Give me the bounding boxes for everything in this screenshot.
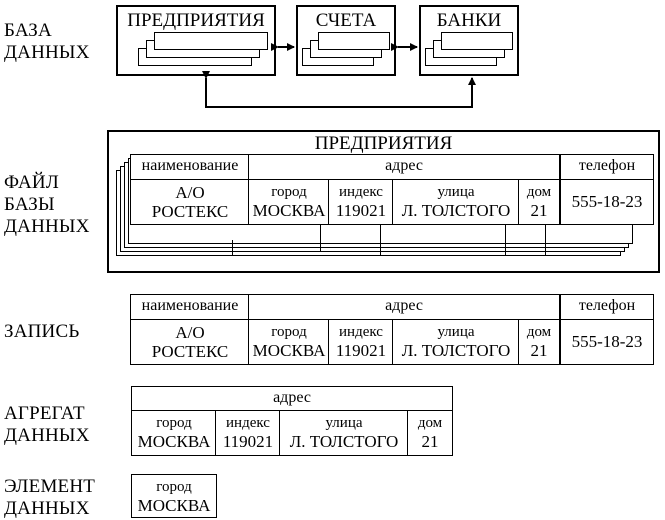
house-label: дом	[526, 324, 552, 340]
street-value: Л. ТОЛСТОГО	[401, 201, 511, 220]
city-value: МОСКВА	[137, 496, 211, 515]
header-address: адрес	[131, 386, 453, 412]
sheet-divider	[380, 224, 381, 256]
city-label: город	[271, 324, 307, 340]
cell-city: город МОСКВА	[248, 319, 330, 365]
cell-index: индекс 119021	[215, 410, 281, 456]
city-value: МОСКВА	[252, 341, 326, 360]
cell-phone: 555-18-23	[560, 179, 654, 225]
street-label: улица	[325, 415, 363, 431]
house-label: дом	[526, 184, 552, 200]
label-record: ЗАПИСЬ	[4, 321, 80, 342]
city-label: город	[156, 479, 192, 495]
index-label: индекс	[339, 184, 383, 200]
cell-house: дом 21	[518, 179, 560, 225]
city-value: МОСКВА	[137, 432, 211, 451]
file-sheet	[318, 32, 390, 50]
db-box-title: БАНКИ	[436, 10, 502, 31]
db-box-title: СЧЕТА	[315, 10, 377, 31]
sheet-divider	[320, 224, 321, 252]
cell-phone: 555-18-23	[560, 319, 654, 365]
header-name: наименование	[130, 294, 250, 321]
cell-house: дом 21	[518, 319, 560, 365]
header-address: адрес	[248, 294, 560, 321]
cell-name: А/О РОСТЕКС	[130, 179, 250, 225]
record: наименование адрес телефон А/О РОСТЕКС г…	[130, 294, 654, 365]
label-data-aggregate: АГРЕГАТ ДАННЫХ	[4, 403, 90, 446]
house-value: 21	[530, 341, 548, 360]
street-value: Л. ТОЛСТОГО	[289, 432, 399, 451]
house-value: 21	[421, 432, 439, 451]
index-label: индекс	[339, 324, 383, 340]
sheet-divider	[232, 240, 233, 256]
header-address: адрес	[248, 154, 560, 181]
cell-street: улица Л. ТОЛСТОГО	[392, 179, 520, 225]
cell-street: улица Л. ТОЛСТОГО	[279, 410, 409, 456]
db-box-enterprises: ПРЕДПРИЯТИЯ	[116, 5, 276, 76]
db-box-title: ПРЕДПРИЯТИЯ	[127, 10, 265, 31]
street-value: Л. ТОЛСТОГО	[401, 341, 511, 360]
file-front-record: наименование адрес телефон А/О РОСТЕКС г…	[130, 154, 654, 225]
cell-city: город МОСКВА	[248, 179, 330, 225]
data-element: город МОСКВА	[131, 474, 217, 518]
label-database-file: ФАЙЛ БАЗЫ ДАННЫХ	[4, 172, 90, 237]
label-data-element: ЭЛЕМЕНТ ДАННЫХ	[4, 476, 96, 519]
index-value: 119021	[335, 341, 387, 360]
street-label: улица	[437, 184, 475, 200]
label-database: БАЗА ДАННЫХ	[4, 20, 90, 63]
header-phone: телефон	[560, 154, 654, 181]
name-line1: А/О	[175, 183, 205, 202]
name-line1: А/О	[175, 323, 205, 342]
city-label: город	[271, 184, 307, 200]
cell-index: индекс 119021	[328, 179, 394, 225]
header-phone: телефон	[560, 294, 654, 321]
index-value: 119021	[335, 201, 387, 220]
file-sheet	[441, 32, 513, 50]
name-line2: РОСТЕКС	[151, 342, 229, 361]
link-arrow	[202, 71, 476, 108]
cell-city: город МОСКВА	[131, 410, 217, 456]
sheet-divider	[545, 224, 546, 256]
index-label: индекс	[226, 415, 270, 431]
db-box-accounts: СЧЕТА	[296, 5, 396, 76]
name-line2: РОСТЕКС	[151, 202, 229, 221]
house-label: дом	[417, 415, 443, 431]
cell-house: дом 21	[407, 410, 453, 456]
index-value: 119021	[222, 432, 274, 451]
street-label: улица	[437, 324, 475, 340]
header-name: наименование	[130, 154, 250, 181]
city-value: МОСКВА	[252, 201, 326, 220]
cell-index: индекс 119021	[328, 319, 394, 365]
file-title: ПРЕДПРИЯТИЯ	[314, 133, 453, 154]
data-aggregate: адрес город МОСКВА индекс 119021 улица Л…	[131, 386, 453, 456]
house-value: 21	[530, 201, 548, 220]
cell-street: улица Л. ТОЛСТОГО	[392, 319, 520, 365]
file-sheet	[154, 32, 268, 50]
sheet-divider	[505, 224, 506, 256]
cell-name: А/О РОСТЕКС	[130, 319, 250, 365]
city-label: город	[156, 415, 192, 431]
